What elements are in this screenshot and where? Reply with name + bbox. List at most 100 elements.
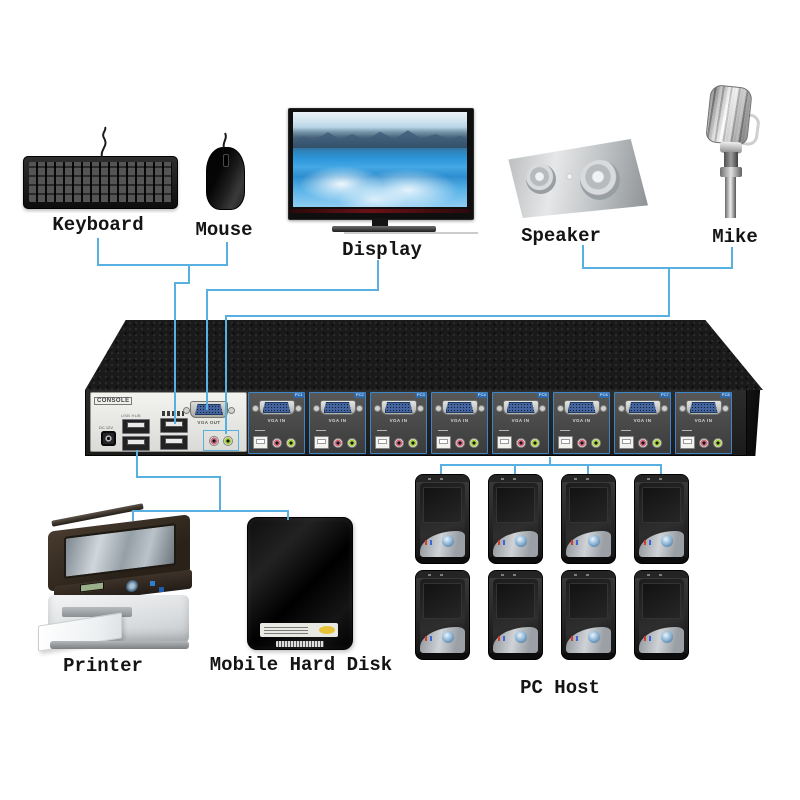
display-image <box>288 108 478 234</box>
usb-icon <box>682 430 692 434</box>
port-tag: PC4 <box>476 393 487 398</box>
vga-in-connector <box>678 400 729 415</box>
vga-in-connector <box>495 400 546 415</box>
audio-jack <box>591 437 601 448</box>
speaker-label: Speaker <box>521 225 601 247</box>
vga-in-label: VGA IN <box>694 418 713 423</box>
display-label: Display <box>342 239 422 261</box>
port-bottom-row <box>314 436 362 449</box>
vga-in-label: VGA IN <box>633 418 652 423</box>
usb-a-port <box>160 418 188 433</box>
pc-power-button <box>661 631 673 643</box>
pc-tower-2 <box>488 474 543 564</box>
audio-jack <box>652 437 662 448</box>
pc-tower-7 <box>561 570 616 660</box>
disk-label-sticker <box>260 623 338 637</box>
kvm-port-section-6: PC6 VGA IN <box>553 392 610 454</box>
kvm-pc-ports-row: PC1 VGA IN PC2 VGA IN <box>248 392 732 454</box>
disk-barcode-strip <box>276 641 324 647</box>
mic-jack <box>333 437 343 448</box>
port-tag: PC5 <box>537 393 548 398</box>
vga-in-label: VGA IN <box>389 418 408 423</box>
monitor-screen <box>293 112 467 207</box>
usb-b-port <box>619 436 634 449</box>
mic-jack <box>516 437 526 448</box>
usb-hub-label: USB HUB <box>121 413 141 418</box>
pc-tower-4 <box>634 474 689 564</box>
usb-icon <box>621 430 631 434</box>
usb-icon <box>377 430 387 434</box>
pc-tower-8 <box>634 570 689 660</box>
pc-leds <box>425 636 427 641</box>
usb-b-port <box>497 436 512 449</box>
dc-power-jack <box>101 431 116 446</box>
audio-jack <box>713 437 723 448</box>
port-tag: PC7 <box>659 393 670 398</box>
usb-b-port <box>436 436 451 449</box>
vga-in-label: VGA IN <box>511 418 530 423</box>
port-bottom-row <box>375 436 423 449</box>
vga-in-connector <box>556 400 607 415</box>
console-usb-ports <box>160 418 188 450</box>
mouse-cable <box>222 132 227 149</box>
vga-connector-insert <box>628 402 657 413</box>
pc-power-button <box>661 535 673 547</box>
monitor-chin <box>290 209 470 213</box>
pc-tower-6 <box>488 570 543 660</box>
keyboard-label: Keyboard <box>52 214 144 236</box>
usb-a-port <box>160 435 188 450</box>
mic-jack <box>394 437 404 448</box>
speaker-logo <box>566 173 573 180</box>
monitor-stand-base <box>332 226 436 232</box>
kvm-port-section-3: PC3 VGA IN <box>370 392 427 454</box>
kvm-top-face <box>85 320 763 390</box>
vga-in-connector <box>373 400 424 415</box>
mic-jack <box>455 437 465 448</box>
console-audio-jacks <box>203 430 239 451</box>
vga-out-connector <box>183 401 235 418</box>
pc-leds <box>498 636 500 641</box>
audio-jack <box>347 437 357 448</box>
printer-button <box>150 581 155 586</box>
speaker-jack <box>223 435 234 446</box>
usb-b-port <box>314 436 329 449</box>
usb-icon <box>560 430 570 434</box>
port-tag: PC2 <box>354 393 365 398</box>
vga-in-connector <box>617 400 668 415</box>
kvm-right-side <box>746 390 763 456</box>
usb-b-port <box>558 436 573 449</box>
speaker-driver-left <box>526 164 556 194</box>
mic-jack <box>272 437 282 448</box>
audio-jack <box>408 437 418 448</box>
console-label: CONSOLE <box>94 397 133 405</box>
usb-icon <box>316 430 326 434</box>
kvm-port-section-8: PC8 VGA IN <box>675 392 732 454</box>
pc-host-label: PC Host <box>520 677 600 699</box>
line-pc-bracket <box>440 464 662 474</box>
mic-stand-rod <box>725 177 736 218</box>
pc-power-button <box>588 535 600 547</box>
vga-connector-insert <box>506 402 535 413</box>
keyboard-image <box>23 156 178 209</box>
mic-jack <box>699 437 709 448</box>
usb-a-port <box>122 436 150 451</box>
kvm-switch: CONSOLE DC 12V USB HUB VGA OUT <box>85 320 763 460</box>
mobile-hard-disk-image <box>247 517 353 650</box>
pc-power-button <box>588 631 600 643</box>
mic-head <box>705 83 753 147</box>
vga-connector-insert <box>567 402 596 413</box>
mic-connector-block <box>724 152 738 168</box>
keyboard-keys <box>29 162 172 202</box>
port-tag: PC1 <box>293 393 304 398</box>
mountain-scenery <box>293 130 467 149</box>
keyboard-cable <box>100 126 107 158</box>
kvm-port-section-4: PC4 VGA IN <box>431 392 488 454</box>
usb-a-port <box>122 419 150 434</box>
pc-leds <box>498 540 500 545</box>
dc-power-label: DC 12V <box>99 425 114 430</box>
vga-in-label: VGA IN <box>328 418 347 423</box>
line-keyboard-mouse <box>97 238 228 266</box>
audio-jack <box>469 437 479 448</box>
vga-in-connector <box>251 400 302 415</box>
audio-jack <box>530 437 540 448</box>
